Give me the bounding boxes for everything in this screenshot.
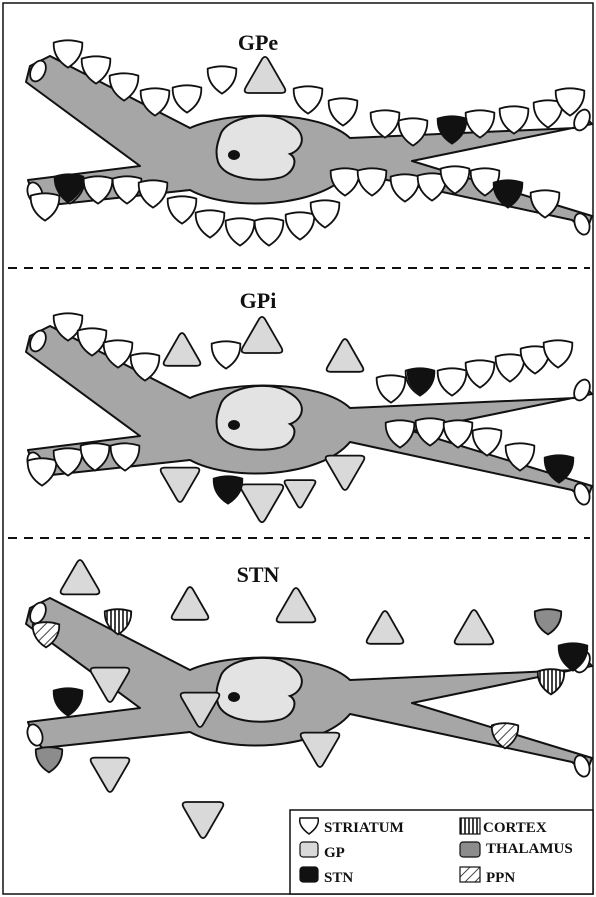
striatum-terminal (377, 375, 406, 402)
striatum-terminal (544, 340, 573, 367)
striatum-terminal (371, 110, 400, 137)
gp-terminal (455, 610, 494, 644)
striatum-terminal (208, 66, 237, 93)
legend-label-striatum: STRIATUM (324, 820, 404, 836)
legend: STRIATUM CORTEX GP THALAMUS STN PPN (290, 810, 593, 894)
gp-terminal (326, 456, 365, 490)
striatum-terminal (255, 218, 284, 245)
striatum-terminal (196, 210, 225, 237)
gp-terminal (172, 587, 209, 620)
gp-terminal (183, 802, 224, 838)
legend-label-thalamus: THALAMUS (486, 841, 573, 857)
legend-swatch-gp (300, 842, 318, 857)
striatum-terminal (173, 85, 202, 112)
nucleus (217, 658, 302, 722)
striatum-terminal (294, 86, 323, 113)
stn-terminal (408, 369, 434, 394)
gp-terminal (161, 468, 200, 502)
gp-terminal (164, 333, 201, 366)
gp-terminal (277, 588, 316, 622)
legend-swatch-stn (300, 867, 318, 882)
striatum-terminal (391, 174, 420, 201)
legend-swatch-thalamus (460, 842, 480, 857)
striatum-terminal (331, 168, 360, 195)
stn-terminal (54, 688, 83, 715)
striatum-terminal (311, 200, 340, 227)
striatum-terminal (496, 354, 525, 381)
striatum-terminal (139, 180, 168, 207)
gp-terminal (367, 611, 404, 644)
nucleolus (228, 150, 240, 160)
panel-title-stn: STN (237, 562, 280, 587)
striatum-terminal (466, 360, 495, 387)
stn-terminal (214, 476, 243, 503)
striatum-terminal (28, 458, 57, 485)
gp-terminal (242, 317, 283, 353)
gp-terminal (241, 484, 284, 522)
cortex-terminal (538, 669, 564, 694)
gp-terminal (285, 480, 316, 508)
gp-terminal (91, 758, 130, 792)
striatum-terminal (31, 193, 60, 220)
nucleus (217, 116, 302, 180)
legend-label-stn: STN (324, 870, 353, 886)
panel-title-gpe: GPe (238, 30, 279, 55)
striatum-terminal (168, 196, 197, 223)
gp-terminal (245, 57, 286, 93)
striatum-terminal (438, 368, 467, 395)
panel-title-gpi: GPi (240, 288, 277, 313)
panel-gpe (25, 40, 593, 245)
thalamus-terminal (535, 609, 561, 634)
thalamus-terminal (36, 747, 62, 772)
legend-swatch-cortex (460, 818, 480, 834)
gp-terminal (327, 339, 364, 372)
striatum-terminal (226, 218, 255, 245)
dendrite-end (571, 377, 593, 403)
panel-stn (25, 560, 593, 838)
striatum-terminal (113, 176, 142, 203)
striatum-terminal (329, 98, 358, 125)
striatum-terminal (286, 212, 315, 239)
legend-label-ppn: PPN (486, 870, 515, 886)
nucleolus (228, 692, 240, 702)
legend-swatch-ppn (460, 867, 480, 882)
legend-label-cortex: CORTEX (483, 820, 547, 836)
striatum-terminal (358, 168, 387, 195)
striatum-terminal (212, 341, 241, 368)
nucleolus (228, 420, 240, 430)
panel-gpi (25, 313, 593, 522)
nucleus (217, 386, 302, 450)
gp-terminal (61, 560, 100, 594)
legend-label-gp: GP (324, 845, 345, 861)
gp-terminal (301, 733, 340, 767)
